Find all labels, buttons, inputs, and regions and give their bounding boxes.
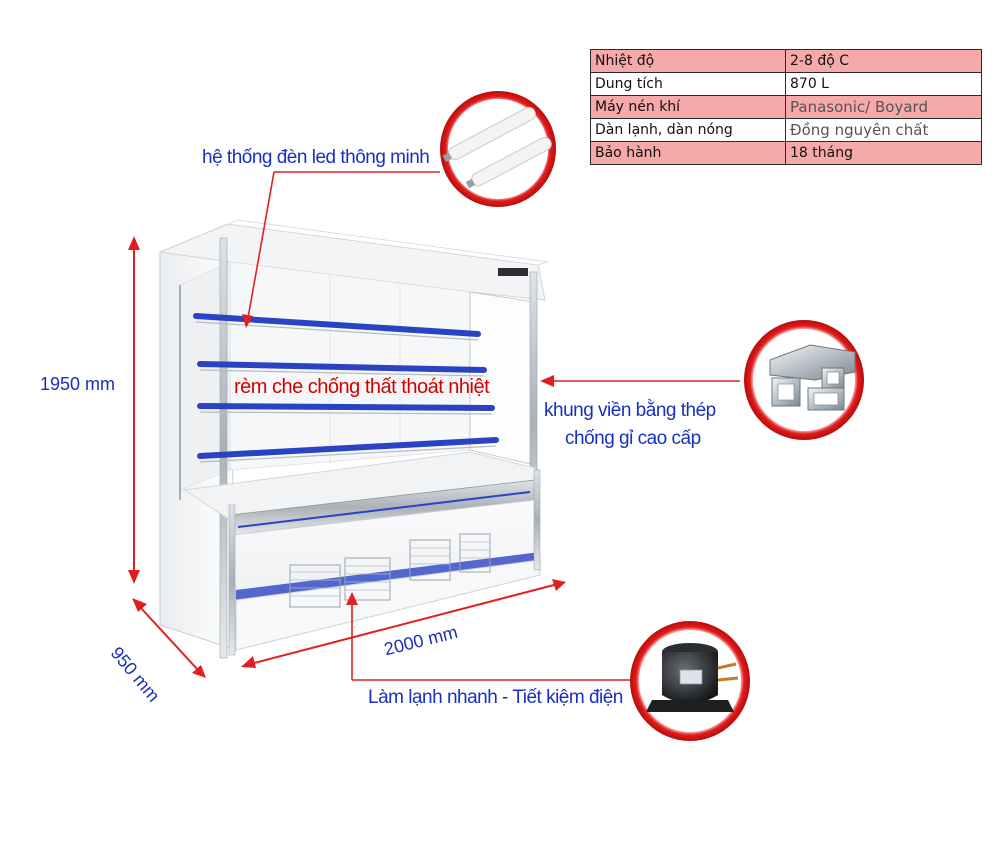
display-cabinet [158,219,549,659]
spec-key: Dung tích [590,72,786,96]
steel-frame-label-line2: chống gỉ cao cấp [565,428,701,449]
spec-table: Nhiệt độ 2-8 độ C Dung tích 870 L Máy né… [590,49,982,165]
shelves [193,313,499,459]
steel-frame-detail-circle [744,320,864,440]
compressor-detail-circle [630,621,750,741]
frame-callout-arrow [540,375,740,387]
led-system-label: hệ thống đèn led thông minh [202,147,430,168]
compressor-callout-arrow [346,592,640,681]
table-row: Máy nén khí Panasonic/ Boyard [590,95,982,119]
spec-value: 18 tháng [785,141,982,165]
height-dimension-arrow [128,236,140,584]
table-row: Dung tích 870 L [590,72,982,96]
vent-grilles [289,533,491,608]
spec-key: Nhiệt độ [590,49,786,73]
spec-key: Máy nén khí [590,95,786,119]
height-dimension-label: 1950 mm [40,374,116,394]
spec-value: Panasonic/ Boyard [785,95,982,119]
heat-curtain-label: rèm che chống thất thoát nhiệt [234,376,490,398]
led-tube-detail-circle [440,91,556,207]
table-row: Bảo hành 18 tháng [590,141,982,165]
spec-value: 870 L [785,72,982,96]
spec-key: Dàn lạnh, dàn nóng [590,118,786,142]
table-row: Nhiệt độ 2-8 độ C [590,49,982,73]
table-row: Dàn lạnh, dàn nóng Đồng nguyên chất [590,118,982,142]
width-dimension-arrow [241,579,566,668]
steel-frame-label-line1: khung viền bằng thép [544,400,716,421]
spec-value: 2-8 độ C [785,49,982,73]
spec-key: Bảo hành [590,141,786,165]
compressor-label: Làm lạnh nhanh - Tiết kiệm điện [368,687,623,708]
depth-dimension-arrow [132,598,206,678]
led-callout-arrow [242,171,440,328]
spec-value: Đồng nguyên chất [785,118,982,142]
